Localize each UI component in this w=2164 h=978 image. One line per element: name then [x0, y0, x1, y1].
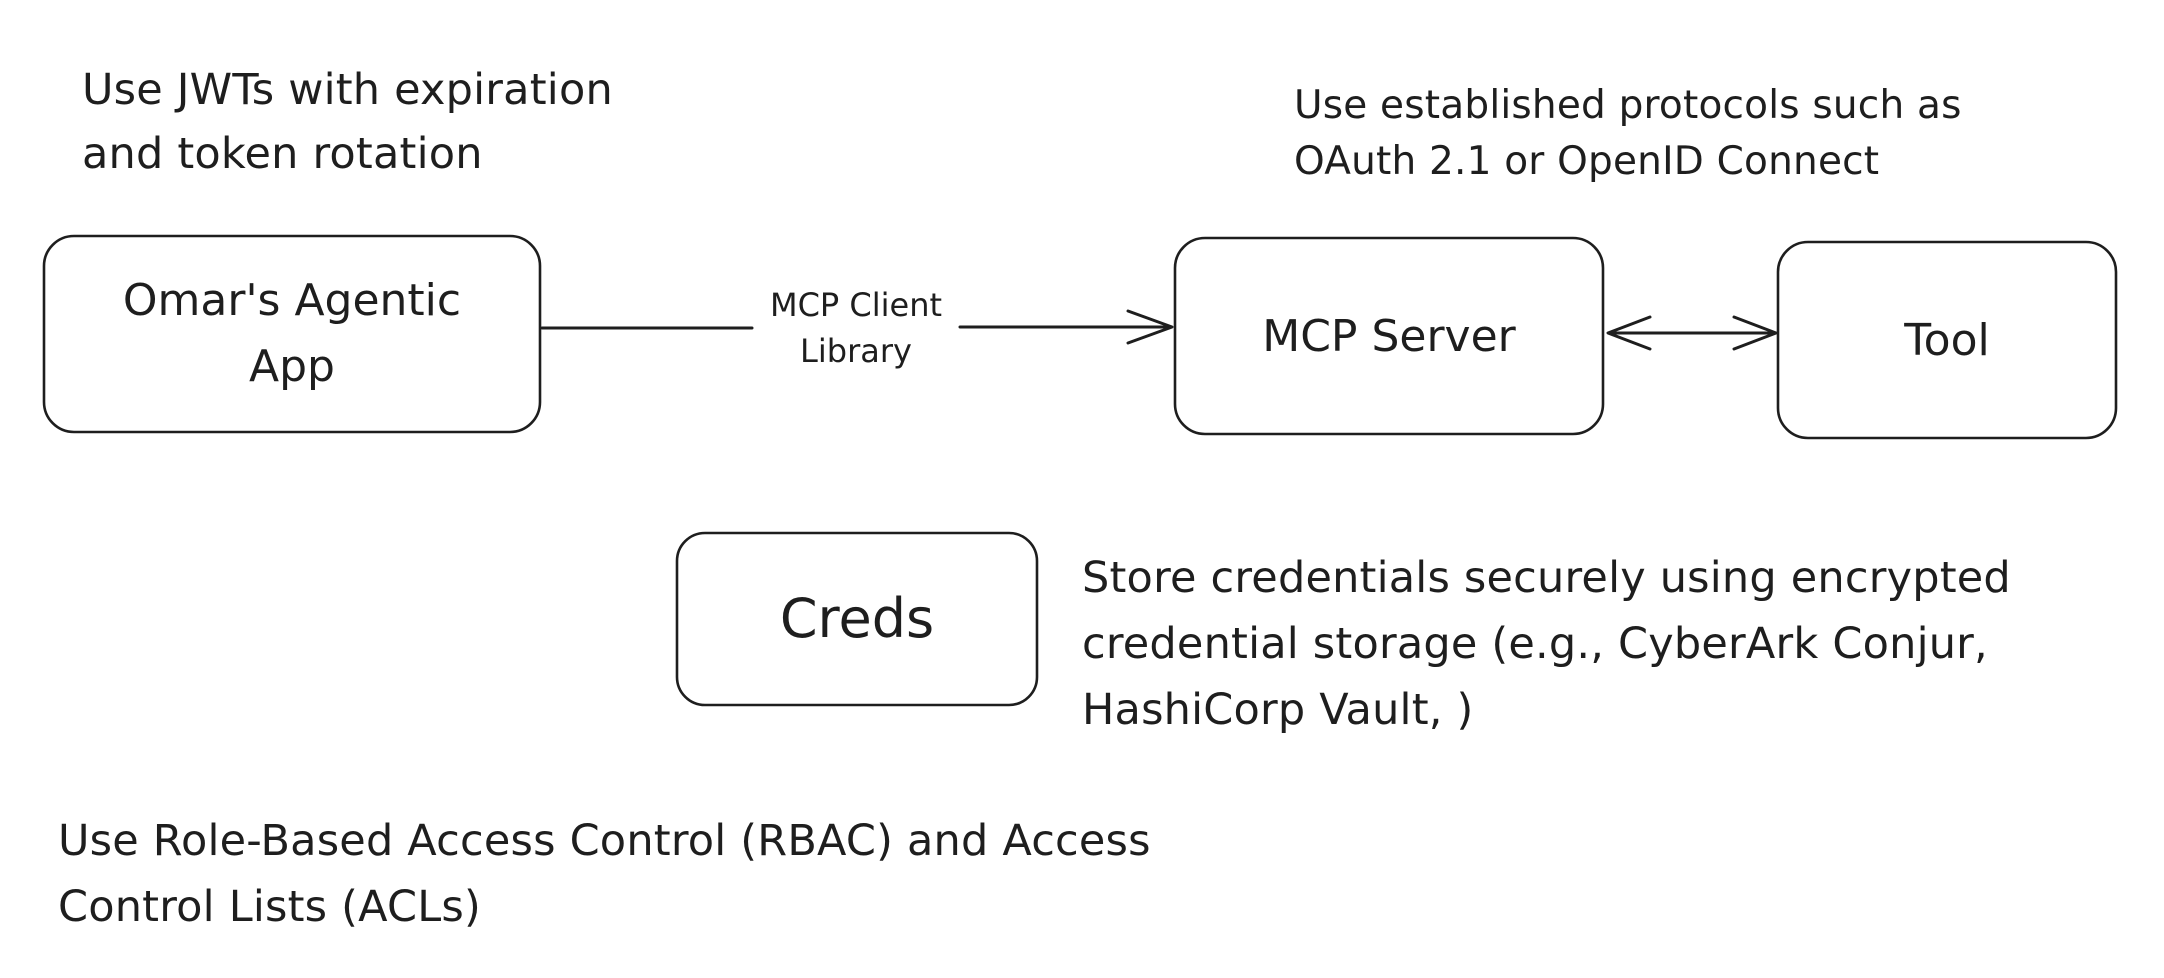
client-library-line2: Library	[800, 332, 912, 370]
jwt-note-line2: and token rotation	[82, 129, 483, 179]
storage-note: Store credentials securely using encrypt…	[1082, 545, 2011, 743]
mcp-server-label: MCP Server	[1262, 310, 1516, 362]
app-box[interactable]	[42, 234, 542, 434]
app-label-line2: App	[249, 341, 335, 392]
arrowhead-to-server-from-tool	[1606, 315, 1652, 351]
rbac-note-line1: Use Role-Based Access Control (RBAC) and…	[58, 816, 1151, 866]
tool-box[interactable]	[1776, 240, 2118, 440]
client-library-line1: MCP Client	[769, 286, 943, 324]
storage-note-line1: Store credentials securely using encrypt…	[1082, 553, 2011, 603]
client-library-label: MCP Client Library	[752, 278, 960, 378]
protocols-note-line1: Use established protocols such as	[1294, 83, 1962, 128]
rbac-note-line2: Control Lists (ACLs)	[58, 882, 481, 932]
jwt-note-line1: Use JWTs with expiration	[82, 65, 613, 115]
app-label: Omar's Agentic App	[44, 236, 540, 432]
creds-box[interactable]	[675, 531, 1039, 707]
storage-note-line2: credential storage (e.g., CyberArk Conju…	[1082, 619, 1988, 669]
app-label-line1: Omar's Agentic	[122, 275, 462, 326]
protocols-note-line2: OAuth 2.1 or OpenID Connect	[1294, 139, 1880, 184]
creds-label: Creds	[779, 587, 935, 651]
protocols-note: Use established protocols such as OAuth …	[1294, 78, 1962, 190]
storage-note-line3: HashiCorp Vault, )	[1082, 685, 1474, 735]
arrowhead-to-server	[1126, 309, 1174, 345]
jwt-note: Use JWTs with expiration and token rotat…	[82, 58, 613, 186]
rbac-note: Use Role-Based Access Control (RBAC) and…	[58, 808, 1151, 940]
mcp-server-box[interactable]	[1173, 236, 1605, 436]
arrowhead-to-tool	[1732, 315, 1778, 351]
tool-label: Tool	[1904, 314, 1990, 366]
